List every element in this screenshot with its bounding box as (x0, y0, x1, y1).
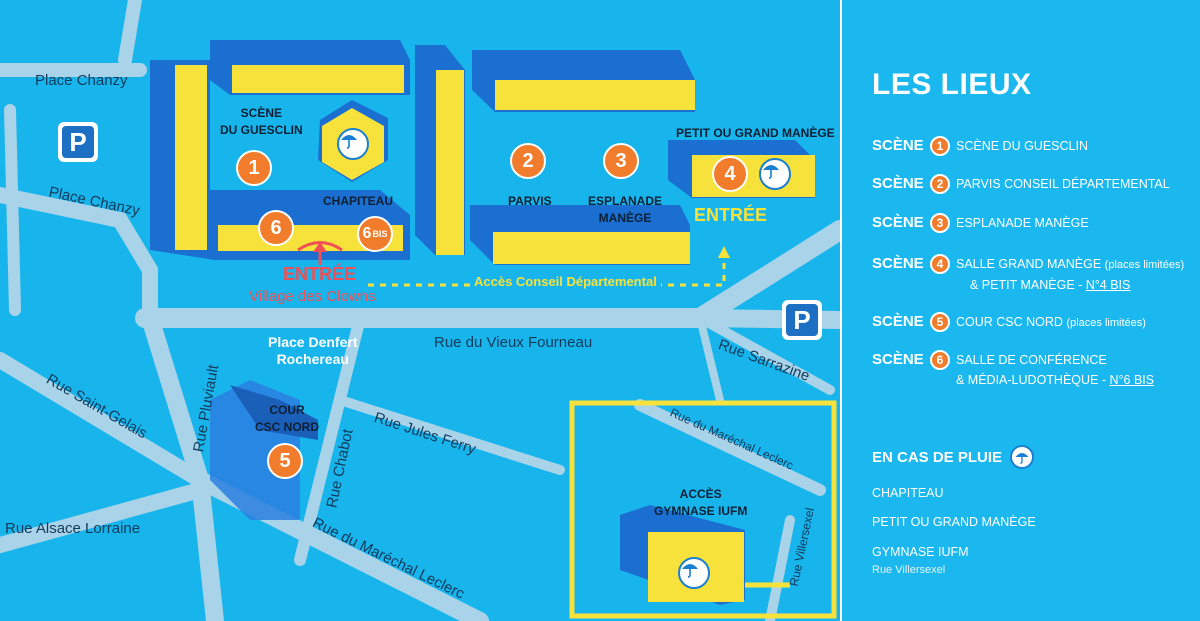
road-inset-marechal (634, 399, 826, 496)
marker-scene-5[interactable]: 5 (267, 443, 303, 479)
label-parvis: PARVIS (508, 194, 552, 208)
legend-item-5: SCÈNE 5 COUR CSC NORD (places limitées) (872, 312, 1146, 332)
road-chabot (294, 312, 366, 566)
building-top-bar (232, 65, 404, 93)
map-drawing (0, 0, 840, 621)
label-esplanade: ESPLANADE MANÈGE (588, 194, 663, 225)
road-sarrazine (695, 313, 835, 395)
street-alsace-lorraine: Rue Alsace Lorraine (5, 520, 141, 537)
parking-icon: P (58, 122, 98, 162)
building-csc-2 (230, 385, 318, 440)
legend-item-4: SCÈNE 4 SALLE GRAND MANÈGE (places limit… (872, 254, 1185, 292)
inset-frame (569, 400, 837, 619)
label-acces-gymnase: ACCÈS GYMNASE IUFM (654, 487, 748, 518)
marker-scene-4[interactable]: 4 (712, 156, 748, 192)
parking-icon: P (782, 300, 822, 340)
acces-arrow-head (718, 246, 730, 258)
building-right-top (495, 80, 695, 110)
road-chanzy-diag (0, 187, 158, 326)
legend-item-3: SCÈNE 3 ESPLANADE MANÈGE (872, 213, 1089, 233)
road-left-vertical (4, 104, 21, 316)
umbrella-icon (1010, 445, 1035, 469)
umbrella-icon (337, 128, 369, 160)
label-scene-guesclin: SCÈNE DU GUESCLIN (220, 106, 303, 137)
acces-conseil: Accès Conseil Départemental (470, 274, 661, 289)
entree-east: ENTRÉE (694, 205, 768, 225)
map-area: P P Place Chanzy Place Chanzy Rue du Vie… (0, 0, 840, 621)
pluie-title: EN CAS DE PLUIE (872, 445, 1035, 469)
place-denfert-rochereau: Place Denfert Rochereau (268, 334, 358, 367)
sidebar: LES LIEUX SCÈNE 1 SCÈNE DU GUESCLIN SCÈN… (840, 0, 1200, 621)
village-clowns: Village des Clowns (249, 288, 376, 305)
legend-item-1: SCÈNE 1 SCÈNE DU GUESCLIN (872, 136, 1088, 156)
entree-main: ENTRÉE (283, 264, 357, 284)
pluie-item-gymnase: GYMNASE IUFM (872, 545, 969, 559)
marker-scene-6[interactable]: 6 (258, 210, 294, 246)
road-inset-villersexel (765, 515, 795, 621)
label-chapiteau: CHAPITEAU (323, 194, 394, 208)
street-vieux-fourneau: Rue du Vieux Fourneau (434, 334, 593, 351)
road-saint-gelais (0, 352, 208, 488)
umbrella-icon (759, 158, 791, 190)
road-alsace (0, 482, 208, 553)
building-right-bottom (493, 232, 690, 264)
legend-item-2: SCÈNE 2 PARVIS CONSEIL DÉPARTEMENTAL (872, 174, 1170, 194)
roads (0, 0, 840, 621)
label-petit-grand-manege: PETIT OU GRAND MANÈGE (676, 126, 835, 140)
sidebar-title: LES LIEUX (872, 68, 1032, 101)
acces-dashed-path (368, 255, 726, 287)
building-guesclin-shadow (150, 60, 410, 260)
road-jules-ferry (335, 395, 565, 475)
pluie-sub-villersexel: Rue Villersexel (872, 564, 946, 576)
marker-scene-1[interactable]: 1 (236, 150, 272, 186)
road-lower-right-h (696, 314, 724, 404)
building-manege (692, 155, 815, 197)
legend-item-6: SCÈNE 6 SALLE DE CONFÉRENCE & MÉDIA-LUDO… (872, 350, 1155, 387)
road-vertical-left (118, 0, 142, 67)
marker-scene-2[interactable]: 2 (510, 143, 546, 179)
building-guesclin-left (175, 65, 207, 250)
pluie-item-manege: PETIT OU GRAND MANÈGE (872, 515, 1036, 529)
label-cour-csc: COUR CSC NORD (255, 403, 320, 434)
umbrella-icon (678, 557, 710, 589)
building-mid-bar (436, 70, 464, 255)
street-place-chanzy-top: Place Chanzy (35, 72, 128, 89)
pluie-item-chapiteau: CHAPITEAU (872, 486, 944, 500)
marker-scene-3[interactable]: 3 (603, 143, 639, 179)
